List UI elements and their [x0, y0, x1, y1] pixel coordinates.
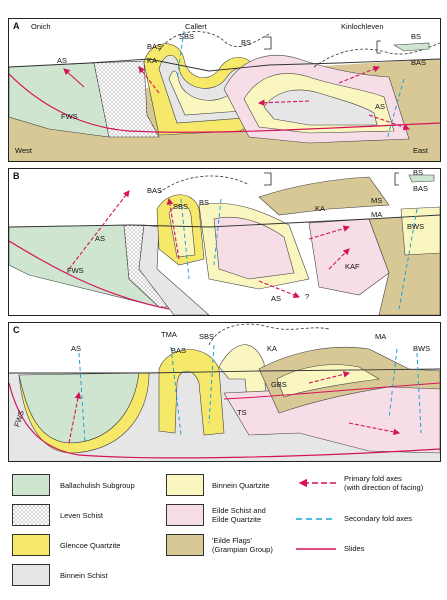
- slide-symbol: [296, 548, 336, 550]
- label-as-low: AS: [271, 294, 282, 303]
- swatch-eilde-flags: [166, 534, 204, 556]
- label-bs: BS: [199, 198, 210, 207]
- label-ma: MA: [375, 332, 387, 341]
- legend-binnein-quartzite: Binnein Quartzite: [212, 481, 270, 490]
- cross-section-a: A Onich Callert Kinlochleven SBS BAS BS …: [8, 18, 441, 162]
- label-bs-right: BS: [411, 32, 422, 41]
- label-sbs: SBS: [199, 332, 215, 341]
- label-bas-right: BAS: [411, 58, 427, 67]
- panel-letter-a: A: [13, 21, 20, 31]
- label-ms: MS: [371, 196, 383, 205]
- legend-binnein-schist: Binnein Schist: [60, 571, 108, 580]
- label-as-left: AS: [57, 56, 68, 65]
- section-a-drawing: [9, 30, 440, 161]
- direction-west: West: [15, 146, 32, 155]
- label-ka: KA: [315, 204, 326, 213]
- label-sbs: SBS: [173, 202, 189, 211]
- label-bas: BAS: [171, 346, 187, 355]
- label-sbs: SBS: [179, 32, 195, 41]
- cross-section-c: C AS TMA BAS SBS KA MA BWS GBS TS FWS: [8, 322, 441, 462]
- legend-eilde-flags: 'Eilde Flags' (Grampian Group): [212, 536, 273, 554]
- label-bas: BAS: [147, 186, 163, 195]
- legend-ballachulish: Ballachulish Subgroup: [60, 481, 135, 490]
- legend-secondary-axes: Secondary fold axes: [344, 514, 412, 523]
- swatch-leven: [12, 504, 50, 526]
- label-fws: FWS: [67, 266, 84, 275]
- label-question: ?: [305, 292, 310, 301]
- legend-glencoe: Glencoe Quartzite: [60, 541, 121, 550]
- label-kaf: KAF: [345, 262, 360, 271]
- legend-leven: Leven Schist: [60, 511, 103, 520]
- label-bws: BWS: [407, 222, 425, 231]
- legend-primary-axes: Primary fold axes (with direction of fac…: [344, 474, 424, 492]
- legend-slides: Slides: [344, 544, 365, 553]
- place-callert: Callert: [185, 22, 207, 31]
- label-tma: TMA: [161, 330, 177, 339]
- secondary-axis-symbol: [296, 518, 336, 520]
- swatch-binnein-schist: [12, 564, 50, 586]
- legend: Ballachulish Subgroup Leven Schist Glenc…: [8, 468, 439, 596]
- label-bws: BWS: [413, 344, 431, 353]
- primary-axis-symbol: [298, 478, 336, 488]
- label-as-mid: AS: [95, 234, 106, 243]
- legend-eilde-schist: Eilde Schist and Eilde Quartzite: [212, 506, 266, 524]
- cross-section-b: B BAS SBS BS KA MS MA BWS KAF AS AS ? FW…: [8, 168, 441, 316]
- place-kinlochleven: Kinlochleven: [341, 22, 384, 31]
- swatch-eilde-schist: [166, 504, 204, 526]
- label-ka: KA: [267, 344, 278, 353]
- label-bs-right: BS: [413, 168, 424, 177]
- swatch-ballachulish: [12, 474, 50, 496]
- label-gbs: GBS: [271, 380, 287, 389]
- place-onich: Onich: [31, 22, 51, 31]
- label-bs-top: BS: [241, 38, 252, 47]
- panel-letter-b: B: [13, 171, 20, 181]
- swatch-glencoe: [12, 534, 50, 556]
- label-as-right: AS: [375, 102, 386, 111]
- panel-letter-c: C: [13, 325, 20, 335]
- section-c-drawing: [9, 323, 440, 461]
- label-ma: MA: [371, 210, 383, 219]
- swatch-binnein-quartzite: [166, 474, 204, 496]
- label-ts: TS: [237, 408, 247, 417]
- label-as: AS: [71, 344, 82, 353]
- label-bas: BAS: [147, 42, 163, 51]
- label-ka: KA: [147, 56, 158, 65]
- label-fws: FWS: [61, 112, 78, 121]
- section-b-drawing: [9, 172, 440, 315]
- direction-east: East: [413, 146, 429, 155]
- label-bas-right: BAS: [413, 184, 429, 193]
